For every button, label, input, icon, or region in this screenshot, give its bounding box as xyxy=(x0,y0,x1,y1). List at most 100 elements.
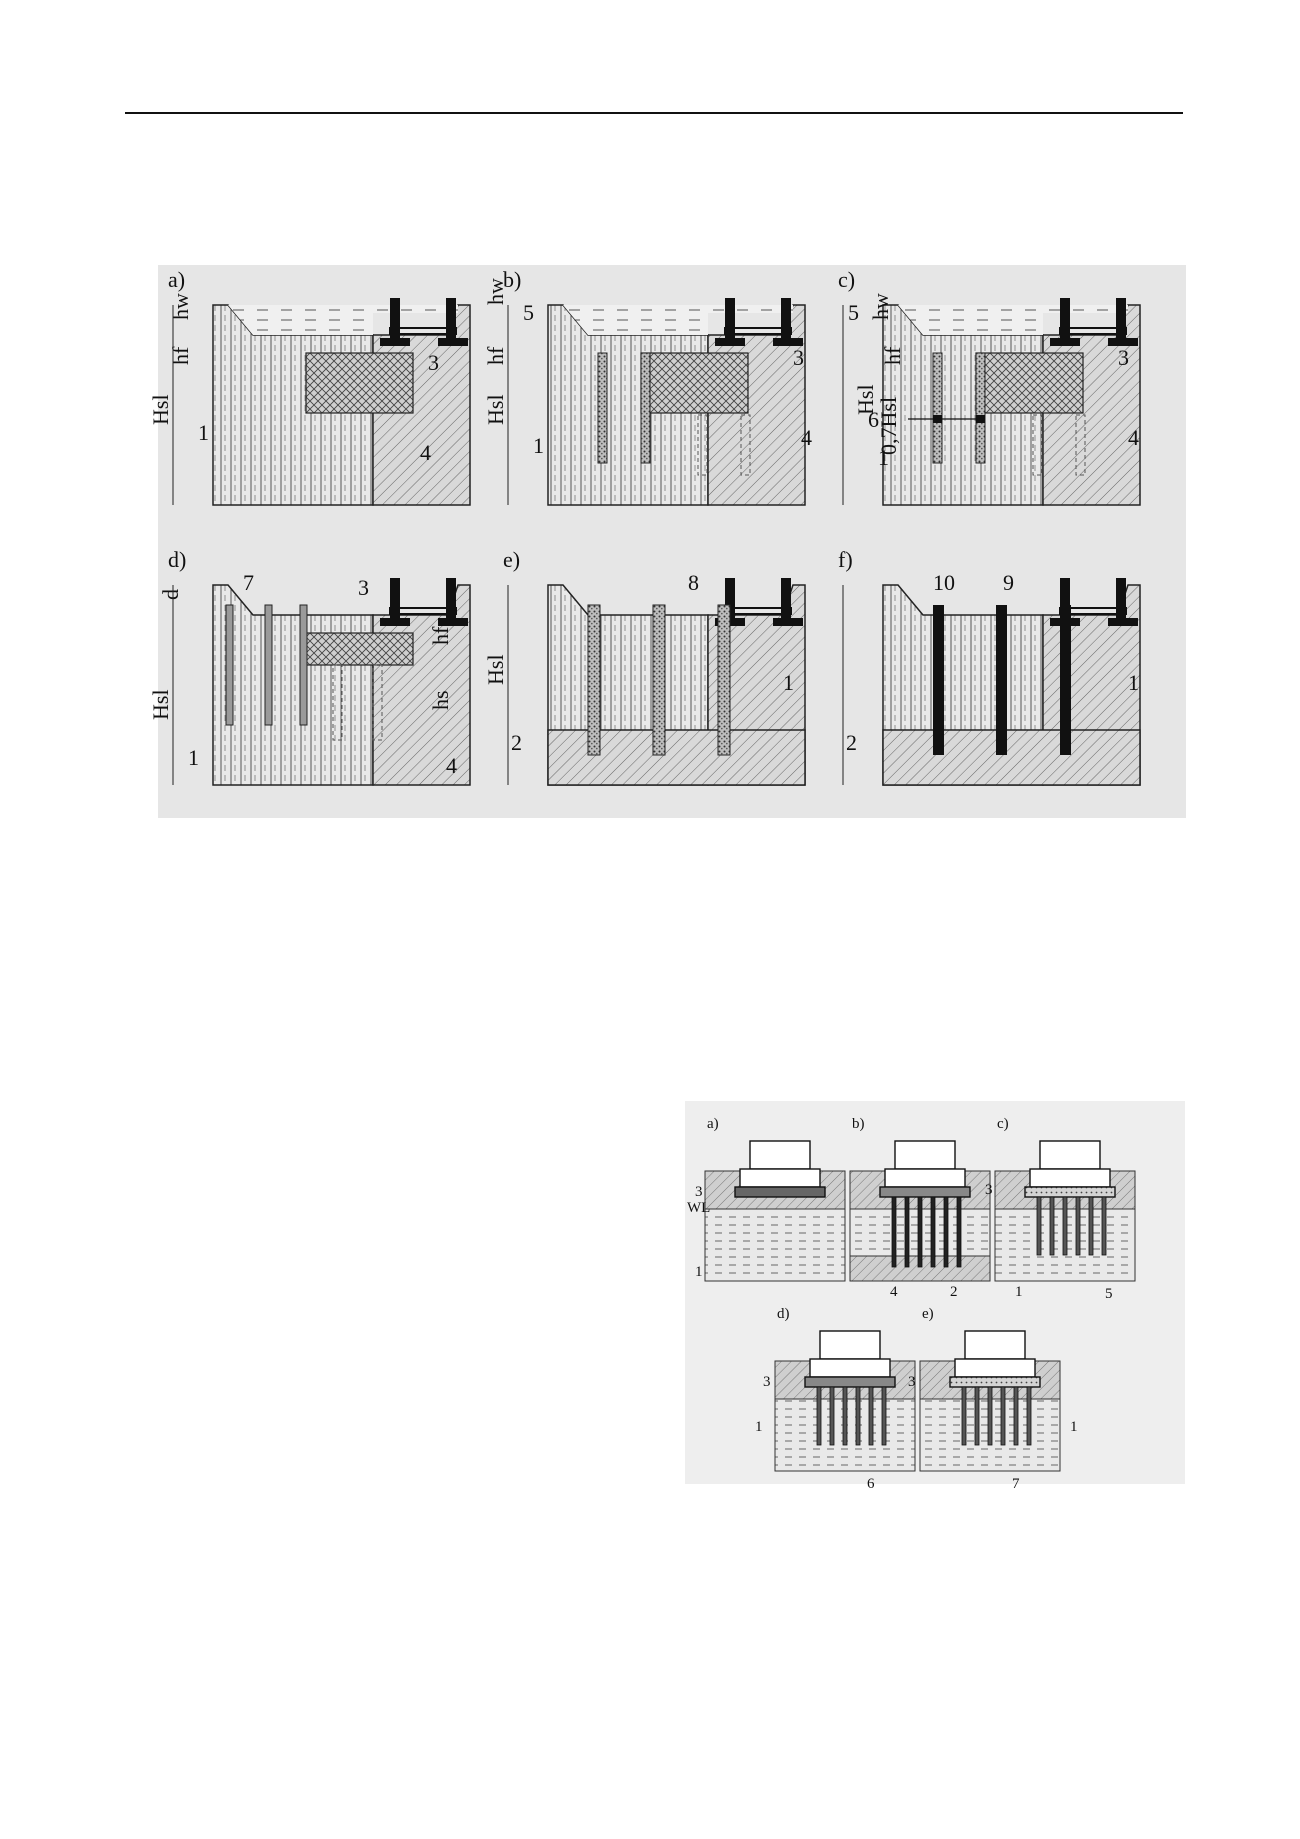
callout-number: 1 xyxy=(1015,1284,1023,1300)
panel-label: c) xyxy=(997,1116,1009,1132)
building-column-left xyxy=(725,298,735,343)
panel-label: f) xyxy=(838,547,853,572)
callout-number: 3 xyxy=(695,1184,703,1200)
callout-number: 2 xyxy=(511,730,522,755)
pile-3 xyxy=(930,1196,936,1268)
water-layer xyxy=(563,305,793,335)
panel-label: d) xyxy=(777,1306,790,1322)
compacted-zone xyxy=(975,352,1084,414)
pile-0 xyxy=(816,1386,822,1446)
foundation-slab xyxy=(734,1186,826,1198)
building-column-left xyxy=(725,578,735,623)
soil-pile-2 xyxy=(299,604,308,726)
drain-0 xyxy=(597,352,608,464)
callout-number: 7 xyxy=(1012,1476,1020,1492)
drain-outline-0 xyxy=(1032,414,1043,476)
callout-number: 3 xyxy=(908,1374,916,1390)
callout-number: 6 xyxy=(867,1476,875,1492)
dimension-label: Hsl xyxy=(148,689,173,720)
building-column-right xyxy=(1116,298,1126,343)
building-beam xyxy=(1059,327,1127,335)
callout-number: 5 xyxy=(1105,1286,1113,1302)
callout-number: 4 xyxy=(420,440,431,465)
footing-right xyxy=(1108,338,1138,346)
building-base xyxy=(739,1168,821,1188)
concrete-pile-0 xyxy=(933,605,944,755)
pile-1 xyxy=(829,1386,835,1446)
panel-label: e) xyxy=(922,1306,934,1322)
dimension-label: hf xyxy=(168,346,193,365)
callout-number: 3 xyxy=(793,345,804,370)
fig2-panel-b: b) 4 2 xyxy=(849,1116,991,1300)
concrete-pile-1 xyxy=(996,605,1007,755)
footing-right xyxy=(773,338,803,346)
building-base xyxy=(884,1168,966,1188)
sand-pile-2 xyxy=(717,604,731,756)
building-column-left xyxy=(390,578,400,623)
pile-3 xyxy=(855,1386,861,1446)
panel-label: a) xyxy=(707,1116,719,1132)
building-upper xyxy=(894,1140,956,1170)
firm-soil-layer xyxy=(547,729,806,786)
foundation-slab xyxy=(879,1186,971,1198)
dimension-label: hf xyxy=(880,346,905,365)
callout-number: 2 xyxy=(846,730,857,755)
drain-0 xyxy=(932,352,943,464)
pile-4 xyxy=(1088,1196,1094,1256)
panel-label: b) xyxy=(852,1116,865,1132)
dimension-label: Hsl xyxy=(853,384,878,415)
building-column-right xyxy=(781,578,791,623)
drain-1 xyxy=(975,352,986,464)
pile-4 xyxy=(868,1386,874,1446)
callout-number: 4 xyxy=(1128,425,1139,450)
footing-left xyxy=(1050,338,1080,346)
panel-label: e) xyxy=(503,547,520,572)
pile-4 xyxy=(943,1196,949,1268)
pile-2 xyxy=(987,1386,993,1446)
pile-2 xyxy=(917,1196,923,1268)
concrete-pile-2 xyxy=(1060,605,1071,755)
soil-pile-1 xyxy=(264,604,273,726)
callout-number: 3 xyxy=(428,350,439,375)
drain-outline-0 xyxy=(697,414,708,476)
pile-1 xyxy=(1049,1196,1055,1256)
building-beam xyxy=(389,327,457,335)
drain-1 xyxy=(640,352,651,464)
pile-3 xyxy=(1075,1196,1081,1256)
callout-number: 2 xyxy=(950,1284,958,1300)
callout-number: 8 xyxy=(688,570,699,595)
water-layer xyxy=(898,305,1128,335)
callout-number: 4 xyxy=(801,425,812,450)
callout-number: 4 xyxy=(446,753,457,778)
callout-number: 4 xyxy=(890,1284,898,1300)
building-base xyxy=(954,1358,1036,1378)
building-column-left xyxy=(1060,578,1070,623)
callout-number: 1 xyxy=(695,1264,703,1280)
callout-number: 1 xyxy=(198,420,209,445)
pile-0 xyxy=(961,1386,967,1446)
callout-number: 3 xyxy=(358,575,369,600)
panel-label: a) xyxy=(168,267,185,292)
callout-number: 1 xyxy=(188,745,199,770)
building-column-left xyxy=(390,298,400,343)
compacted-zone xyxy=(305,632,414,666)
pile-0 xyxy=(1036,1196,1042,1256)
soil-pile-0 xyxy=(225,604,234,726)
footing-left xyxy=(715,338,745,346)
foundation-slab xyxy=(949,1376,1041,1388)
callout-number: 3 xyxy=(763,1374,771,1390)
building-base xyxy=(1029,1168,1111,1188)
sand-pile-1 xyxy=(652,604,666,756)
callout-number: 1 xyxy=(1128,670,1139,695)
pile-1 xyxy=(904,1196,910,1268)
callout-number: 5 xyxy=(523,300,534,325)
building-upper xyxy=(749,1140,811,1170)
